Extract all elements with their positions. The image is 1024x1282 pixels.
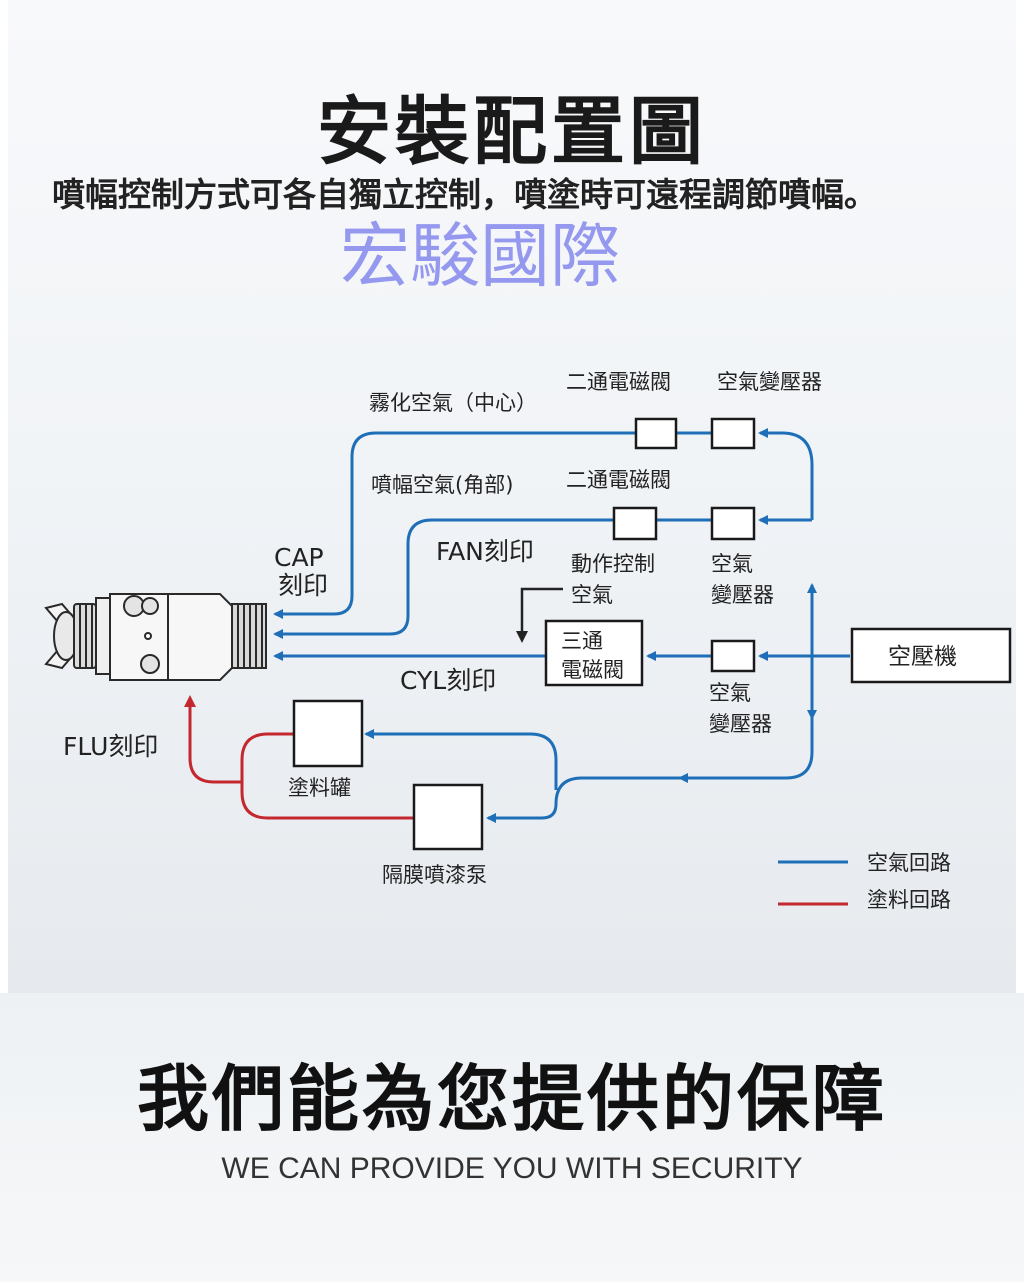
regulator-mid-label-1: 空氣 xyxy=(711,552,753,576)
compressor-box xyxy=(850,627,1012,684)
solenoid-2way-top xyxy=(634,417,678,450)
diagram-panel xyxy=(8,0,1016,993)
legend-paint-label: 塗料回路 xyxy=(867,888,951,912)
regulator-mid-label-2: 變壓器 xyxy=(711,583,774,607)
paint-tank-label: 塗料罐 xyxy=(288,776,351,800)
compressor-label: 空壓機 xyxy=(888,644,957,670)
atomizing-air-line xyxy=(275,431,755,614)
diaphragm-pump-box xyxy=(412,783,484,851)
solenoid-2way-mid-label: 二通電磁閥 xyxy=(566,468,671,492)
solenoid-3way-label-1: 三通 xyxy=(561,629,603,653)
watermark: 宏駿國際 xyxy=(340,215,620,297)
regulator-low-label-1: 空氣 xyxy=(709,681,751,705)
diaphragm-pump-label: 隔膜噴漆泵 xyxy=(382,863,487,887)
solenoid-2way-mid xyxy=(612,506,658,541)
paint-line xyxy=(240,732,414,820)
tank-return-line xyxy=(364,729,558,790)
security-subtitle: WE CAN PROVIDE YOU WITH SECURITY xyxy=(221,1152,803,1185)
fan-mark-label: FAN刻印 xyxy=(436,537,534,566)
installation-diagram: 霧化空氣（中心） 二通電磁閥 空氣變壓器 噴幅空氣(角部) 二通電磁閥 動作控制… xyxy=(44,370,1012,912)
regulator-top-label: 空氣變壓器 xyxy=(717,370,822,394)
fan-air-line xyxy=(273,518,614,639)
solenoid-3way-label-2: 電磁閥 xyxy=(561,658,624,682)
air-trunk-top xyxy=(758,428,814,520)
cyl-mark-label: CYL刻印 xyxy=(400,666,496,695)
legend: 空氣回路 塗料回路 xyxy=(778,851,951,912)
security-section xyxy=(0,993,1024,1282)
cap-label-1: CAP xyxy=(274,543,324,572)
action-control-label-1: 動作控制 xyxy=(571,552,655,576)
legend-air-label: 空氣回路 xyxy=(867,851,951,875)
flu-mark-label: FLU刻印 xyxy=(63,732,158,761)
regulator-low xyxy=(710,639,756,673)
spray-gun xyxy=(44,593,267,681)
action-control-label-2: 空氣 xyxy=(571,583,613,607)
pump-air-line xyxy=(678,700,814,783)
page-title: 安裝配置圖 xyxy=(317,89,707,175)
atomizing-air-label: 霧化空氣（中心） xyxy=(369,391,537,415)
page-subtitle: 噴幅控制方式可各自獨立控制，噴塗時可遠程調節噴幅。 xyxy=(52,175,877,214)
security-title: 我們能為您提供的保障 xyxy=(136,1057,887,1141)
regulator-low-label-2: 變壓器 xyxy=(709,712,772,736)
paint-tank-box xyxy=(292,699,364,768)
fan-air-label: 噴幅空氣(角部) xyxy=(371,473,513,497)
cap-label-2: 刻印 xyxy=(278,571,328,600)
solenoid-2way-top-label: 二通電磁閥 xyxy=(566,370,671,394)
solenoid-3way xyxy=(544,619,644,687)
regulator-mid xyxy=(710,506,756,541)
regulator-top xyxy=(710,417,756,450)
